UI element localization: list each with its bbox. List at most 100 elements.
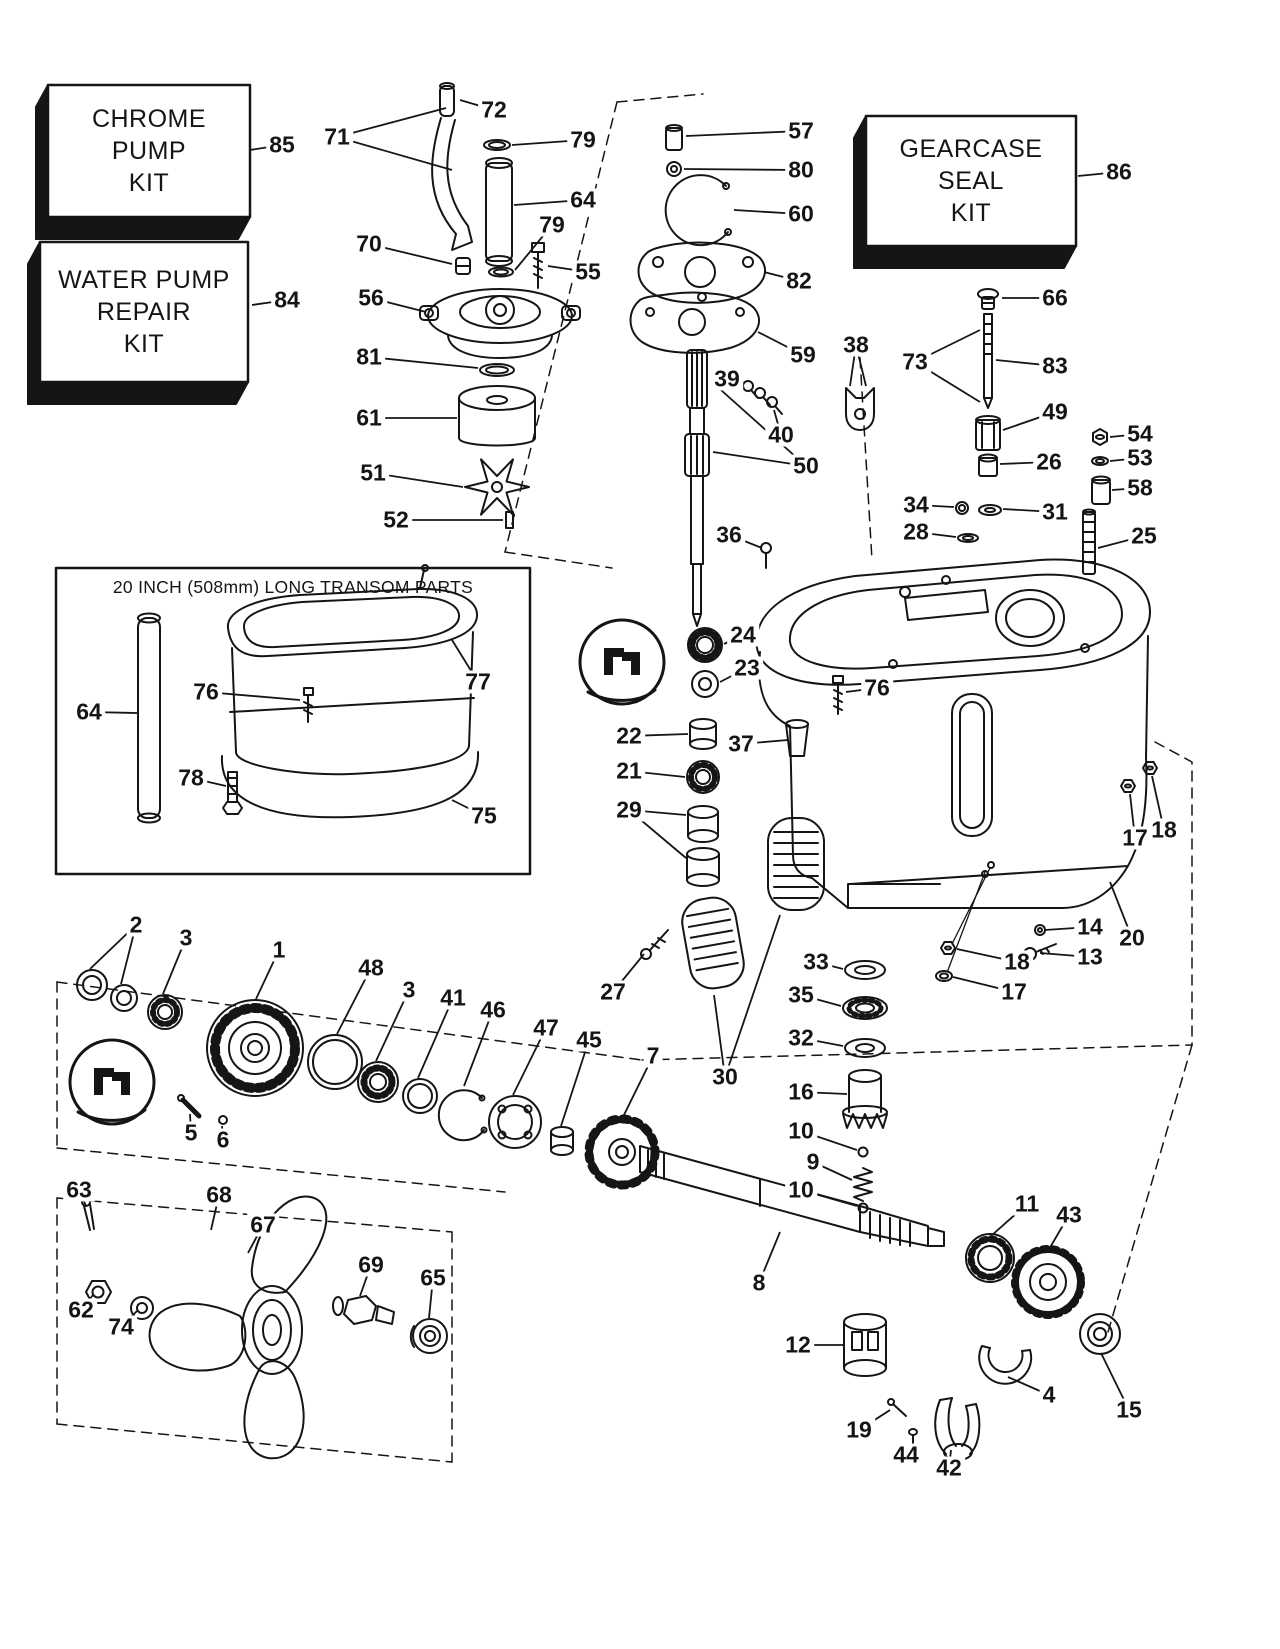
- kit-label-line: REPAIR: [96, 297, 192, 326]
- callout-76: 76: [190, 680, 222, 704]
- callout-60: 60: [785, 202, 817, 226]
- callout-72: 72: [478, 98, 510, 122]
- pinion-gear-16: [842, 1069, 888, 1129]
- callout-48: 48: [355, 956, 387, 980]
- bearing-3-right: [357, 1061, 399, 1103]
- callout-3: 3: [176, 926, 196, 950]
- callout-59: 59: [787, 343, 819, 367]
- shift-fork-42: [934, 1397, 981, 1461]
- callout-26: 26: [1033, 450, 1065, 474]
- callout-42: 42: [933, 1456, 965, 1480]
- spacer-65: [409, 1318, 448, 1354]
- kit-label-line: PUMP: [111, 136, 187, 165]
- construction-lines: [56, 93, 1193, 1463]
- callout-71: 71: [321, 125, 353, 149]
- callout-2: 2: [126, 913, 146, 937]
- washer-74: [130, 1296, 154, 1320]
- callout-61: 61: [353, 406, 385, 430]
- callout-34: 34: [900, 493, 932, 517]
- clip-6: [218, 1115, 228, 1125]
- callout-20: 20: [1116, 926, 1148, 950]
- callout-25: 25: [1128, 524, 1160, 548]
- o-ring-80: [666, 161, 682, 177]
- prop-nut-assembly-69: [332, 1295, 395, 1325]
- washer-53: [1091, 456, 1109, 466]
- bearing-15: [1079, 1313, 1121, 1355]
- callout-30: 30: [709, 1065, 741, 1089]
- callout-56: 56: [355, 286, 387, 310]
- retaining-ring-60: [664, 174, 732, 247]
- callout-74: 74: [105, 1315, 137, 1339]
- o-ring-34: [955, 501, 969, 515]
- callout-47: 47: [530, 1016, 562, 1040]
- kit-box-water-pump-repair: WATER PUMP REPAIR KIT: [40, 242, 248, 382]
- kit-box-art: [27, 83, 1078, 405]
- callout-86: 86: [1103, 160, 1135, 184]
- callout-16: 16: [785, 1080, 817, 1104]
- callout-45: 45: [573, 1028, 605, 1052]
- water-tube-72: [439, 82, 455, 117]
- callout-58: 58: [1124, 476, 1156, 500]
- callout-11: 11: [1011, 1192, 1043, 1216]
- callout-57: 57: [785, 119, 817, 143]
- callout-15: 15: [1113, 1398, 1145, 1422]
- callout-13: 13: [1074, 945, 1106, 969]
- inset-stud-78: [222, 771, 243, 815]
- callout-22: 22: [613, 724, 645, 748]
- o-ring-48: [307, 1034, 363, 1090]
- driveshaft-50: [684, 349, 710, 627]
- kit-label-line: KIT: [123, 329, 165, 358]
- callout-17: 17: [998, 980, 1030, 1004]
- callout-37: 37: [725, 732, 757, 756]
- brand-logo-medallion: [578, 618, 666, 706]
- callout-73: 73: [899, 350, 931, 374]
- grommet-79-upper: [483, 139, 511, 151]
- snap-ring-46: [437, 1089, 488, 1142]
- callout-65: 65: [417, 1266, 449, 1290]
- callout-69: 69: [355, 1253, 387, 1277]
- bearing-21: [686, 760, 720, 794]
- pin-5: [177, 1094, 202, 1119]
- screw-27: [640, 929, 669, 960]
- callout-39: 39: [711, 367, 743, 391]
- grommet-79-lower: [488, 266, 514, 278]
- gearcase-housing-20: [755, 558, 1151, 909]
- callout-70: 70: [353, 232, 385, 256]
- callout-79: 79: [567, 128, 599, 152]
- anode-bracket-38: [845, 387, 875, 431]
- housing-screw-76: [832, 675, 844, 715]
- callout-77: 77: [462, 670, 494, 694]
- connector-49: [975, 415, 1001, 451]
- callout-85: 85: [266, 133, 298, 157]
- kit-label-line: GEARCASE: [899, 134, 1043, 163]
- callout-64: 64: [567, 188, 599, 212]
- callout-75: 75: [468, 804, 500, 828]
- callout-36: 36: [713, 523, 745, 547]
- clutch-dog-12: [843, 1313, 887, 1377]
- callout-9: 9: [803, 1150, 823, 1174]
- callout-29: 29: [613, 798, 645, 822]
- kit-label-line: KIT: [950, 198, 992, 227]
- callout-53: 53: [1124, 446, 1156, 470]
- kit-label-line: SEAL: [938, 166, 1004, 195]
- pump-tube-64: [485, 157, 513, 267]
- callout-8: 8: [749, 1271, 769, 1295]
- callout-5: 5: [181, 1121, 201, 1145]
- kit-label-line: CHROME: [91, 104, 207, 133]
- thrust-washer-47: [488, 1095, 542, 1149]
- callout-64: 64: [73, 700, 105, 724]
- nut-54: [1092, 428, 1108, 446]
- washer-33: [844, 960, 886, 980]
- callout-7: 7: [643, 1044, 663, 1068]
- pin-19: [887, 1398, 907, 1417]
- callout-62: 62: [65, 1298, 97, 1322]
- callout-27: 27: [597, 980, 629, 1004]
- callout-54: 54: [1124, 422, 1156, 446]
- callout-52: 52: [380, 508, 412, 532]
- callout-43: 43: [1053, 1203, 1085, 1227]
- pump-housing-56: [419, 288, 581, 359]
- callout-80: 80: [785, 158, 817, 182]
